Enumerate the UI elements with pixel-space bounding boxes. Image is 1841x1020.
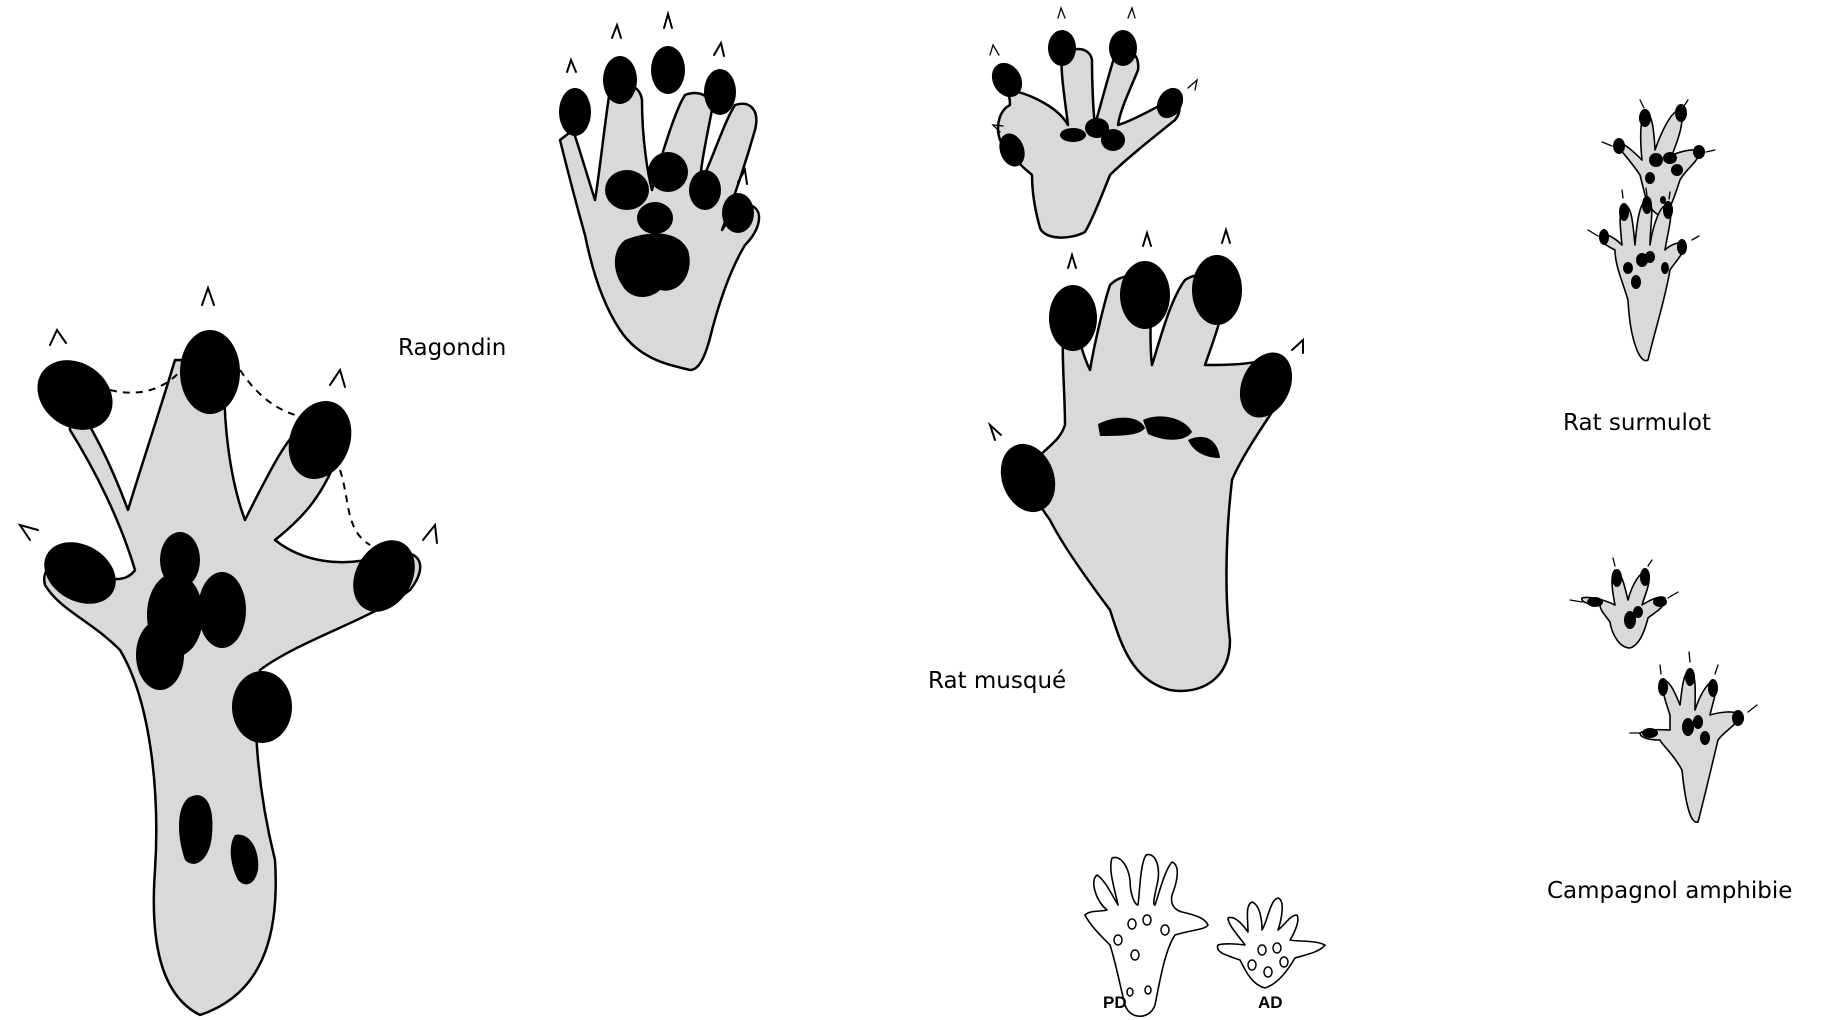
palm-pad	[198, 572, 246, 648]
pad-ring	[1161, 925, 1169, 935]
pad-ring	[1143, 915, 1151, 925]
pad-ring	[1128, 919, 1136, 929]
toe-pad	[1109, 30, 1137, 66]
toe-pad	[1663, 201, 1673, 219]
toe-pad	[1658, 678, 1668, 696]
palm-pad	[1631, 275, 1641, 289]
pd-outline-footprint	[1085, 855, 1208, 1017]
label-campagnol-amphibie: Campagnol amphibie	[1547, 878, 1792, 904]
label-pd: PD	[1103, 993, 1127, 1012]
palm-pad	[648, 152, 688, 192]
palm-pad	[1661, 262, 1669, 274]
palm-pad	[1663, 152, 1677, 164]
campagnol-fore-footprint	[1570, 558, 1678, 648]
toe-pad	[1612, 569, 1622, 587]
toe-pad	[1653, 597, 1667, 607]
toe-pad	[1048, 30, 1076, 66]
toe-pad	[1192, 255, 1242, 325]
toe-pad	[1619, 203, 1629, 221]
rat-musque-hind-footprint	[990, 230, 1303, 691]
label-ragondin: Ragondin	[398, 335, 506, 361]
toe-pad	[1642, 728, 1658, 738]
toe-pad	[1599, 229, 1609, 245]
palm-pad	[1645, 172, 1655, 184]
label-ad: AD	[1258, 993, 1283, 1012]
toe-pad	[180, 330, 240, 414]
toe-pad	[704, 69, 736, 115]
palm-pad	[1693, 715, 1703, 729]
toe-pad	[1120, 261, 1170, 329]
palm-pad	[232, 671, 292, 743]
toe-pad	[1693, 145, 1705, 159]
rat-surmulot-fore-footprint	[1602, 100, 1715, 215]
palm-pad	[1633, 606, 1643, 618]
toe-pad	[651, 46, 685, 94]
toe-pad	[1708, 679, 1718, 697]
toe-pad	[1642, 196, 1652, 214]
label-rat-musque: Rat musqué	[928, 668, 1066, 694]
toe-pad	[1640, 568, 1650, 586]
toe-pad	[1732, 710, 1744, 726]
pad-ring	[1273, 943, 1281, 953]
toe-pad	[722, 193, 754, 233]
ragondin-hind-footprint	[20, 288, 437, 1015]
pad-ring	[1127, 988, 1133, 996]
palm-pad	[1649, 153, 1663, 167]
palm-pad	[1671, 164, 1683, 176]
pad-ring	[1145, 986, 1151, 994]
toe-pad	[559, 88, 591, 136]
ragondin-fore-footprint	[559, 14, 759, 370]
pad-ring	[1248, 960, 1256, 970]
rat-musque-fore-footprint	[986, 8, 1197, 238]
palm-pad	[1645, 251, 1655, 263]
pad-ring	[1114, 935, 1122, 945]
palm-pad	[1682, 718, 1694, 736]
rat-surmulot-hind-footprint	[1588, 188, 1699, 361]
campagnol-hind-footprint	[1630, 652, 1757, 822]
pad-ring	[1264, 967, 1272, 977]
palm-pad	[136, 620, 184, 690]
toe-pad	[603, 56, 637, 104]
ad-outline-footprint	[1217, 898, 1325, 988]
palm-pad	[1700, 731, 1710, 745]
palm-pad	[637, 202, 673, 234]
toe-pad	[1639, 109, 1651, 127]
palm-pad	[1623, 262, 1633, 274]
toe-pad	[1613, 138, 1625, 154]
label-rat-surmulot: Rat surmulot	[1563, 410, 1711, 436]
toe-pad	[1049, 285, 1097, 351]
palm-pad	[605, 170, 649, 210]
palm-pad	[1060, 128, 1086, 142]
toe-pad	[1677, 239, 1687, 255]
toe-pad	[1587, 597, 1603, 607]
pad-ring	[1258, 945, 1266, 955]
palm-pad	[1101, 129, 1125, 151]
pad-ring	[1280, 957, 1288, 967]
pad-ring	[1131, 950, 1139, 960]
toe-pad	[1675, 104, 1687, 122]
toe-pad	[1685, 668, 1695, 686]
palm-pad	[689, 170, 721, 210]
